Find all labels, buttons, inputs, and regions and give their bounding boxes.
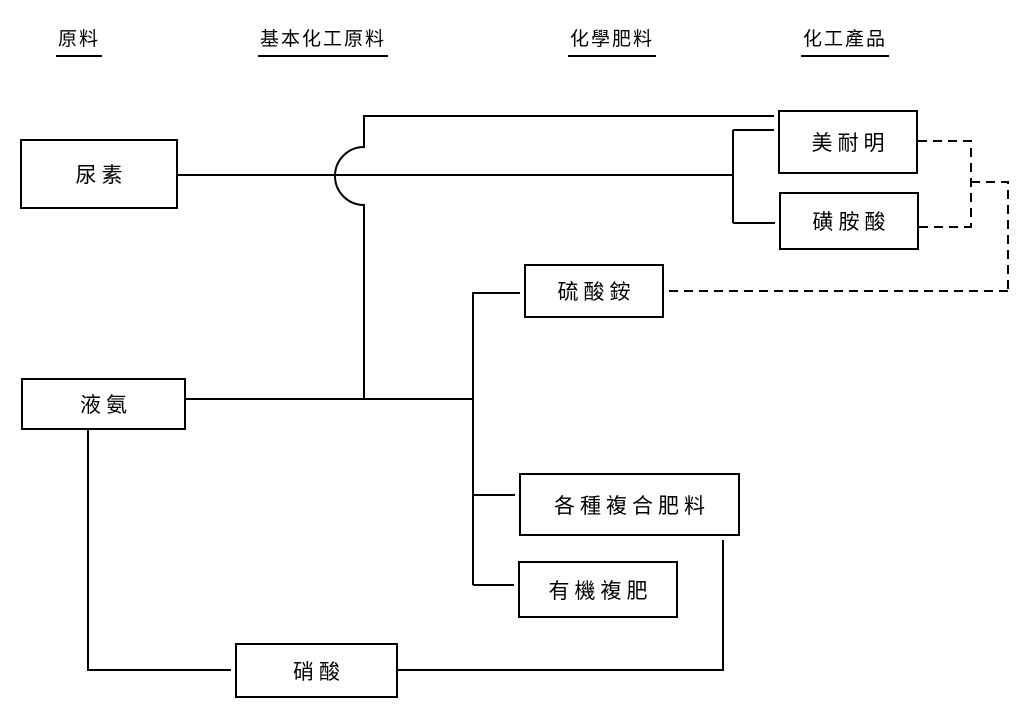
column-header-chemical-products: 化工產品: [801, 24, 890, 57]
column-header-label: 化工產品: [803, 28, 888, 50]
node-urea: 尿素: [20, 139, 178, 209]
node-label: 美耐明: [811, 131, 890, 155]
column-header-basic-chemical-raw-materials: 基本化工原料: [258, 24, 389, 57]
column-header-label: 原料: [58, 28, 101, 50]
edge-nitric-acid-to-compound-fertilizers-arrow: [398, 540, 724, 671]
column-header-label: 化學肥料: [570, 28, 655, 50]
edge-liquid-ammonia-to-nitric-acid-arrow: [87, 430, 231, 671]
node-melamine: 美耐明: [778, 110, 918, 174]
column-header-chemical-fertilizers: 化學肥料: [568, 24, 657, 57]
node-sulfamic-acid: 磺胺酸: [779, 192, 919, 250]
node-label: 硫酸銨: [557, 280, 636, 304]
node-label: 有機複肥: [548, 578, 653, 603]
column-header-label: 基本化工原料: [260, 28, 387, 50]
node-compound-fertilizers: 各種複合肥料: [519, 473, 740, 536]
node-liquid-ammonia: 液氨: [21, 378, 186, 430]
node-label: 磺胺酸: [812, 210, 891, 234]
node-label: 液氨: [80, 393, 132, 417]
edge-liquid-ammonia-to-melamine-with-line-jump: [334, 115, 774, 399]
node-nitric-acid: 硝酸: [235, 643, 398, 698]
edge-liquid-ammonia-to-ammonium-sulfate-arrow: [472, 292, 520, 585]
edge-dashed-bridge: [971, 181, 1009, 291]
node-label: 各種複合肥料: [554, 493, 710, 518]
node-label: 硝酸: [293, 659, 345, 684]
node-label: 尿素: [75, 163, 128, 187]
column-header-raw-materials: 原料: [56, 24, 103, 57]
edge-melamine-dashed-out: [918, 140, 972, 228]
node-ammonium-sulfate: 硫酸銨: [524, 264, 664, 318]
node-organic-compound-fertilizer: 有機複肥: [518, 561, 678, 618]
